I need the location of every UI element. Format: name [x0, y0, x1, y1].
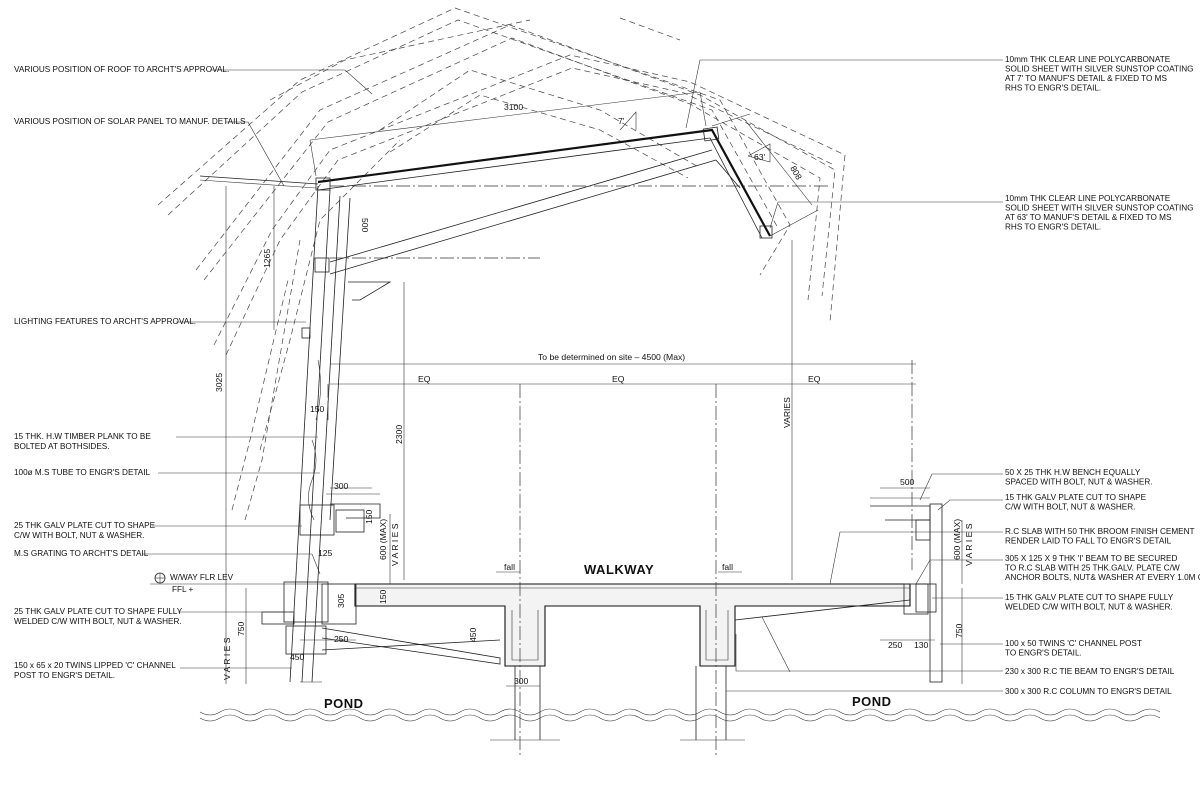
pond-water-lines: [199, 708, 1161, 722]
dim-250-right: 250: [888, 640, 903, 650]
site-dimension: To be determined on site – 4500 (Max): [538, 352, 685, 362]
lighting-note: LIGHTING FEATURES TO ARCHT'S APPROVAL.: [14, 317, 196, 326]
c-channel-post-note: 100 x 50 TWINS 'C' CHANNEL POST TO ENGR'…: [1005, 639, 1144, 658]
angle-7: 7': [618, 116, 625, 126]
dim-150-post: 150: [310, 404, 325, 414]
dim-130: 130: [914, 640, 929, 650]
dim-150-a: 150: [364, 509, 374, 524]
dim-300: 300: [334, 481, 349, 491]
alternate-roof-positions: [157, 7, 846, 521]
walkway-slab: [321, 583, 929, 741]
eq-3: EQ: [808, 374, 821, 384]
galv-plate-welded-left-note: 25 THK GALV PLATE CUT TO SHAPE FULLY WEL…: [14, 607, 184, 626]
dim-3100: 3100: [504, 102, 523, 112]
level-tag: W/WAY FLR LEV: [170, 573, 234, 582]
dim-600-max-left: 600 (MAX): [378, 519, 388, 560]
dim-2300: 2300: [394, 425, 404, 444]
galv-plate-15-note: 15 THK GALV PLATE CUT TO SHAPE C/W WITH …: [1005, 493, 1148, 512]
dim-125: 125: [318, 548, 333, 558]
polycarbonate-63-note: 10mm THK CLEAR LINE POLYCARBONATE SOLID …: [1005, 194, 1196, 232]
angle-63: 63': [754, 152, 766, 162]
bench-note: 50 X 25 THK H.W BENCH EQUALLY SPACED WIT…: [1005, 468, 1153, 487]
timber-plank-note: 15 THK. H.W TIMBER PLANK TO BE BOLTED AT…: [14, 432, 153, 451]
eq-2: EQ: [612, 374, 625, 384]
roof-frame: [199, 91, 830, 275]
dim-450-beam: 450: [468, 627, 478, 642]
dim-750-right: 750: [954, 623, 964, 638]
polycarbonate-7-note: 10mm THK CLEAR LINE POLYCARBONATE SOLID …: [1005, 55, 1196, 93]
fall-right-label: fall: [722, 562, 733, 572]
level-marker-icon: [154, 572, 166, 584]
inclined-post: [261, 185, 392, 683]
dim-808: 808: [788, 164, 804, 182]
dim-3025: 3025: [214, 373, 224, 392]
ffl-tag: FFL +: [172, 585, 194, 594]
varies-right: V A R I E S: [964, 523, 974, 566]
dim-150-b: 150: [378, 589, 388, 604]
i-beam-note: 305 X 125 X 9 THK 'I' BEAM TO BE SECURED…: [1005, 554, 1200, 582]
pond-right-label: POND: [852, 694, 892, 709]
dim-500-bench: 500: [900, 477, 915, 487]
galv-plate-left-note: 25 THK GALV PLATE CUT TO SHAPE C/W WITH …: [14, 521, 157, 540]
dimension-lines: [225, 186, 963, 687]
roof-positions-note: VARIOUS POSITION OF ROOF TO ARCHT'S APPR…: [14, 65, 229, 74]
varies-center: VARIES: [782, 397, 792, 428]
dim-305: 305: [336, 593, 346, 608]
right-bench: [870, 497, 943, 683]
dim-450-low: 450: [290, 652, 305, 662]
galv-plate-15-welded-note: 15 THK GALV PLATE CUT TO SHAPE FULLY WEL…: [1005, 593, 1175, 612]
lipped-c-channel-note: 150 x 65 x 20 TWINS LIPPED 'C' CHANNEL P…: [14, 661, 178, 680]
varies-left-mid: V A R I E S: [390, 523, 400, 566]
dim-300-col: 300: [514, 676, 529, 686]
dim-250-left: 250: [334, 634, 349, 644]
eq-1: EQ: [418, 374, 431, 384]
dim-600-max-right: 600 (MAX): [952, 519, 962, 560]
rc-slab-note: R.C SLAB WITH 50 THK BROOM FINISH CEMENT…: [1005, 527, 1197, 546]
solar-panel-note: VARIOUS POSITION OF SOLAR PANEL TO MANUF…: [14, 117, 246, 126]
tie-beam-note: 230 x 300 R.C TIE BEAM TO ENGR'S DETAIL: [1005, 667, 1175, 676]
leader-lines: [142, 59, 1003, 692]
dim-750-left: 750: [236, 621, 246, 636]
pond-left-label: POND: [324, 696, 364, 711]
fall-left-label: fall: [504, 562, 515, 572]
grid-lines: [150, 240, 913, 756]
ms-tube-note: 100ø M.S TUBE TO ENGR'S DETAIL: [14, 468, 151, 477]
dim-500-top: 500: [360, 218, 370, 233]
left-bench: [326, 493, 381, 519]
ms-grating-note: M.S GRATING TO ARCHT'S DETAIL: [14, 549, 149, 558]
dim-1265: 1265: [262, 249, 272, 268]
walkway-label: WALKWAY: [584, 562, 654, 577]
rc-column-note: 300 x 300 R.C COLUMN TO ENGR'S DETAIL: [1005, 687, 1172, 696]
varies-left-low: V A R I E S: [222, 637, 232, 680]
